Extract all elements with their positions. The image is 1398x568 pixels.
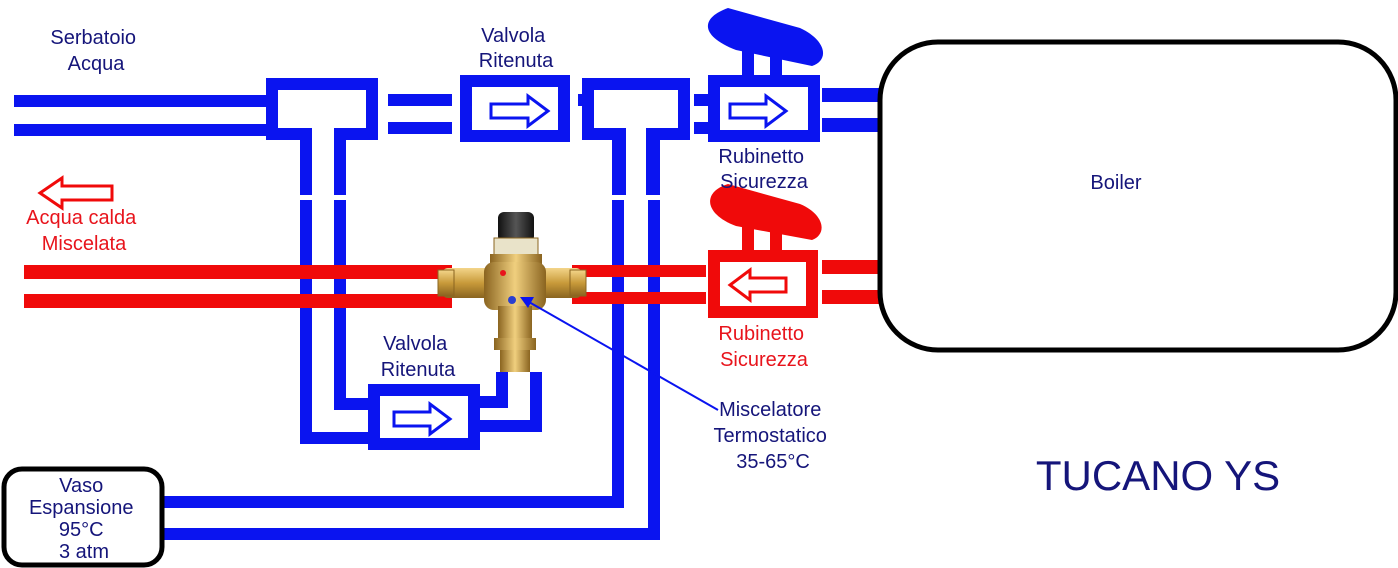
- pipe-tee2-tap-upper: [694, 94, 708, 106]
- mixed-outlet-upper: [24, 265, 452, 279]
- flow-arrow-tap-top: [728, 93, 789, 129]
- inlet-pipe-upper: [14, 95, 266, 107]
- pipe-tee1-valve-upper: [388, 94, 452, 106]
- safety-tap-bottom-body: [708, 250, 818, 318]
- flow-arrow-valve-bottom: [392, 401, 453, 437]
- hot-pipe-tap-boiler-lower: [822, 290, 880, 304]
- check-valve-top-body: [460, 75, 570, 142]
- boiler-tank: [877, 39, 1398, 353]
- mixer-pointer-line: [521, 297, 719, 411]
- tank-label: Serbatoio Acqua: [50, 27, 141, 75]
- tap-bottom-handle: [710, 184, 822, 252]
- expansion-vessel-label: Vaso Espansione 95°C 3 atm: [29, 475, 139, 563]
- mixed-outlet-arrow-icon: [37, 175, 114, 211]
- pipe-tap-boiler-lower: [822, 118, 880, 132]
- hot-water-pipes: [24, 250, 880, 318]
- safety-tap-top-body: [708, 75, 820, 142]
- mixed-hot-label: Acqua calda Miscelata: [26, 207, 142, 255]
- loop-pipe-inner: [334, 200, 368, 410]
- check-valve-top-label: Valvola Ritenuta: [479, 25, 554, 72]
- safety-tap-bottom-label: Rubinetto Sicurezza: [718, 323, 809, 371]
- mixer-label: Miscelatore Termostatico 35-65°C: [714, 399, 833, 473]
- riser-right: [648, 200, 660, 540]
- tap-top-handle: [707, 8, 824, 78]
- tee-fitting-2: [582, 78, 690, 195]
- brand-label: TUCANO YS: [1036, 452, 1280, 499]
- check-valve-bottom-body: [368, 384, 480, 450]
- pipe-tee2-tap-lower: [694, 122, 708, 134]
- expansion-pipe-lower: [162, 528, 660, 540]
- safety-tap-top-label: Rubinetto Sicurezza: [718, 146, 809, 193]
- flow-arrow-tap-bottom: [727, 267, 788, 303]
- hot-pipe-mixer-tap-lower: [572, 292, 706, 304]
- mixer-inlet-pipe-inner: [480, 372, 508, 408]
- tee-fitting-1: [266, 78, 378, 195]
- flow-arrow-valve-top: [489, 93, 551, 129]
- inlet-pipe-lower: [14, 124, 266, 136]
- hot-pipe-mixer-tap-upper: [572, 265, 706, 277]
- pipe-tee1-valve-lower: [388, 122, 452, 134]
- pipe-tap-boiler-upper: [822, 88, 880, 102]
- mixer-pointer-arrowhead: [520, 297, 534, 308]
- loop-pipe-outer: [300, 200, 368, 444]
- thermostatic-mixer: [437, 212, 587, 372]
- mixer-inlet-pipe-outer: [480, 372, 542, 432]
- mixed-outlet-lower: [24, 294, 452, 308]
- check-valve-bottom-label: Valvola Ritenuta: [381, 333, 456, 381]
- expansion-pipe-upper: [162, 496, 624, 508]
- boiler-label: Boiler: [1090, 172, 1141, 194]
- expansion-vessel: [1, 466, 165, 568]
- hot-pipe-tap-boiler-upper: [822, 260, 880, 274]
